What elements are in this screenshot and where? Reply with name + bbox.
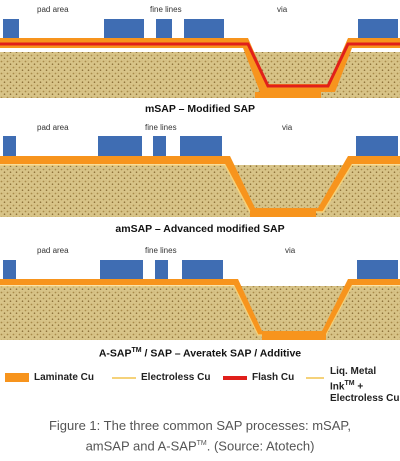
via-bottom-pad bbox=[250, 211, 316, 217]
flash-swatch bbox=[223, 376, 247, 380]
legend-electroless-label: Electroless Cu bbox=[141, 372, 211, 383]
via-label: via bbox=[282, 123, 293, 132]
pad bbox=[3, 260, 16, 279]
amsap-title: amSAP – Advanced modified SAP bbox=[115, 223, 285, 235]
fine-line bbox=[182, 260, 223, 279]
pad bbox=[100, 260, 143, 279]
liq-metal-swatch bbox=[306, 377, 324, 379]
fine-line bbox=[180, 136, 222, 156]
electroless-swatch bbox=[112, 377, 136, 379]
fine-line bbox=[184, 19, 224, 38]
msap-title: mSAP – Modified SAP bbox=[144, 103, 256, 115]
amsap-cross-section bbox=[0, 136, 400, 217]
laminate-swatch bbox=[5, 373, 29, 382]
via-label: via bbox=[285, 246, 296, 255]
laminate-cu bbox=[0, 279, 400, 335]
pad bbox=[3, 19, 19, 38]
pad bbox=[98, 136, 142, 156]
asap-panel: pad area fine lines via A-SAPTM / SAP – … bbox=[0, 243, 400, 360]
amsap-panel: pad area fine lines via amSAP – Advanced… bbox=[0, 120, 400, 235]
fine-lines-label: fine lines bbox=[145, 123, 177, 132]
fine-line bbox=[153, 136, 166, 156]
legend-flash-label: Flash Cu bbox=[252, 372, 295, 383]
figure-caption: Figure 1: The three common SAP processes… bbox=[48, 418, 352, 454]
pad-area-label: pad area bbox=[37, 123, 69, 132]
pad-area-label: pad area bbox=[37, 246, 69, 255]
via-bottom-pad bbox=[255, 92, 321, 98]
laminate-cu bbox=[0, 156, 400, 212]
fine-line bbox=[155, 260, 168, 279]
msap-cross-section bbox=[0, 19, 400, 98]
substrate bbox=[0, 286, 400, 340]
pad bbox=[104, 19, 144, 38]
fine-lines-label: fine lines bbox=[150, 5, 182, 14]
pad bbox=[356, 136, 398, 156]
fine-line bbox=[156, 19, 172, 38]
flash-cu bbox=[0, 42, 400, 88]
fine-lines-label: fine lines bbox=[145, 246, 177, 255]
asap-title: A-SAPTM / SAP – Averatek SAP / Additive bbox=[98, 347, 302, 360]
via-bottom-pad bbox=[262, 334, 326, 340]
msap-panel: pad area fine lines via mSAP – Modified … bbox=[0, 0, 400, 115]
pad bbox=[358, 19, 398, 38]
pad-area-label: pad area bbox=[37, 5, 69, 14]
legend-laminate-label: Laminate Cu bbox=[34, 372, 95, 383]
pad bbox=[3, 136, 16, 156]
legend: Laminate Cu Electroless Cu Flash Cu Liq.… bbox=[0, 362, 400, 405]
legend-liq-metal-label: Liq. Metal InkTM + Electroless Cu bbox=[330, 366, 400, 405]
asap-cross-section bbox=[0, 260, 400, 340]
via-label: via bbox=[277, 5, 288, 14]
pad bbox=[357, 260, 398, 279]
